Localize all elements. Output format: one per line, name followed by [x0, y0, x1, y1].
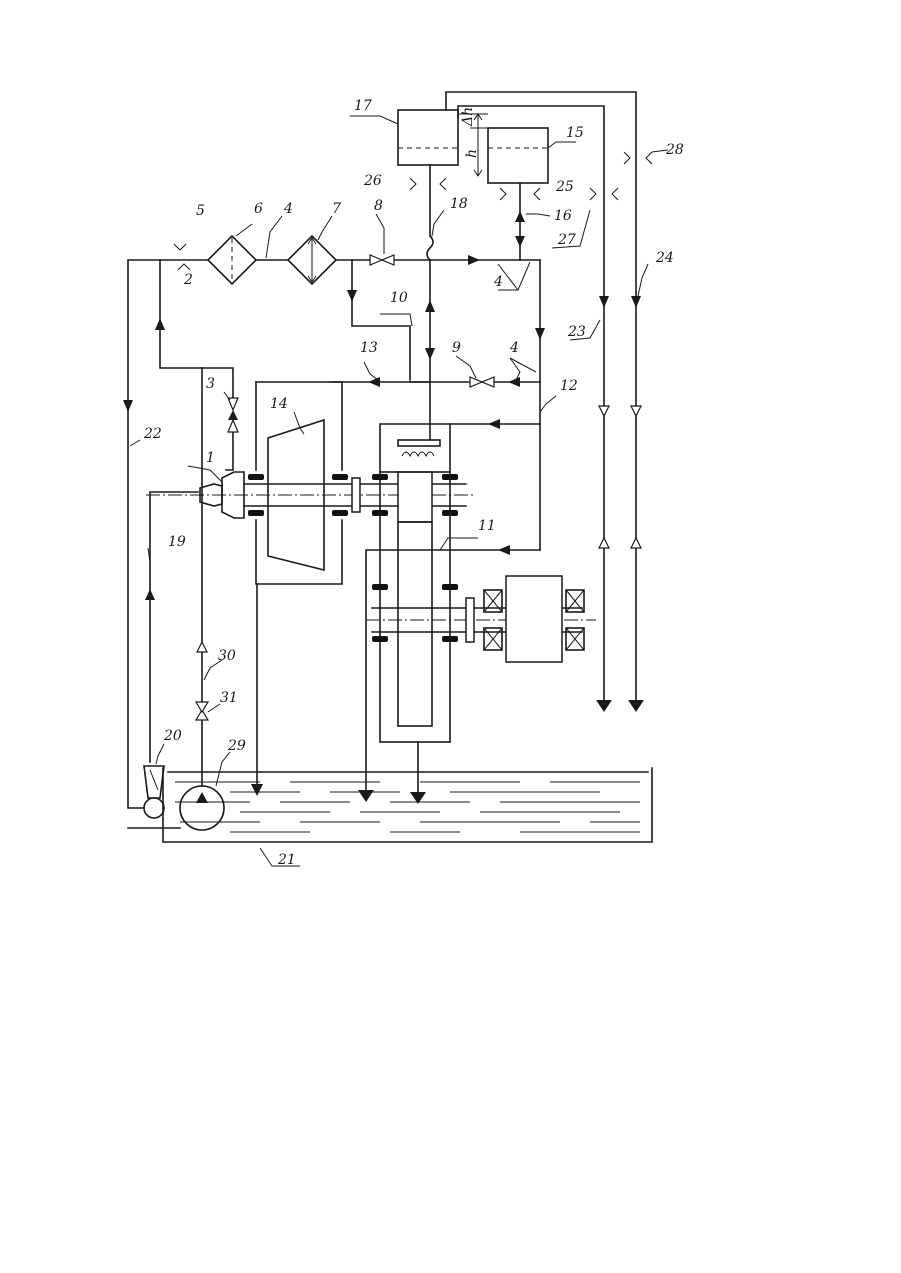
pipe-19: [145, 492, 198, 762]
label-11: 11: [478, 518, 496, 534]
label-31: 31: [220, 690, 238, 706]
label-25: 25: [555, 179, 574, 195]
label-4c: 4: [509, 340, 519, 356]
pipe-9-line: [330, 377, 540, 387]
label-17: 17: [354, 98, 372, 114]
check-valve-8: [370, 255, 394, 265]
label-1: 1: [206, 450, 215, 466]
label-3: 3: [206, 376, 215, 392]
label-20: 20: [163, 728, 182, 744]
label-23: 23: [567, 324, 586, 340]
generator: [484, 576, 584, 662]
high-speed-shaft: [146, 472, 476, 522]
pipe-18: [425, 165, 435, 440]
label-8: 8: [374, 198, 383, 214]
label-28: 28: [665, 142, 684, 158]
label-27: 27: [557, 232, 576, 248]
label-18: 18: [450, 196, 468, 212]
pipe-16: [515, 183, 525, 260]
label-24: 24: [655, 250, 674, 266]
label-26: 26: [363, 173, 382, 189]
label-5: 5: [196, 203, 205, 219]
pipe-2: [155, 260, 202, 368]
label-4b: 4: [493, 274, 503, 290]
check-valve-9: [470, 377, 494, 387]
label-29: 29: [227, 738, 246, 754]
oil-tank: [163, 768, 652, 842]
air-vent-marks: [174, 152, 652, 270]
label-10: 10: [390, 290, 408, 306]
tank-17: [398, 110, 458, 165]
dim-h: h: [464, 149, 480, 158]
turbine-14: [251, 420, 342, 796]
label-2: 2: [183, 272, 193, 288]
pump-29: [180, 786, 224, 830]
check-valve-31: [196, 702, 208, 720]
label-30: 30: [218, 648, 236, 664]
label-9: 9: [452, 340, 461, 356]
label-15: 15: [566, 125, 584, 141]
gearbox-housing: [380, 472, 450, 804]
flow-meter-20: [144, 766, 164, 818]
label-22: 22: [143, 426, 162, 442]
pipe-30: [197, 368, 233, 786]
label-16: 16: [554, 208, 572, 224]
cooler-6: [208, 236, 256, 284]
filter-7: [288, 236, 336, 284]
tank-15: [488, 128, 548, 183]
label-7: 7: [332, 201, 341, 217]
label-13: 13: [360, 340, 378, 356]
pipe-10: [347, 260, 410, 380]
dim-delta-h: Δh: [460, 107, 476, 127]
label-4a: 4: [283, 201, 293, 217]
label-6: 6: [254, 201, 263, 217]
spray-nozzle: [398, 382, 440, 456]
check-valve-3: [228, 398, 238, 432]
level-dimensions: Δh h: [458, 107, 488, 176]
label-21: 21: [277, 852, 296, 868]
label-12: 12: [560, 378, 578, 394]
label-19: 19: [168, 534, 186, 550]
label-14: 14: [270, 396, 288, 412]
